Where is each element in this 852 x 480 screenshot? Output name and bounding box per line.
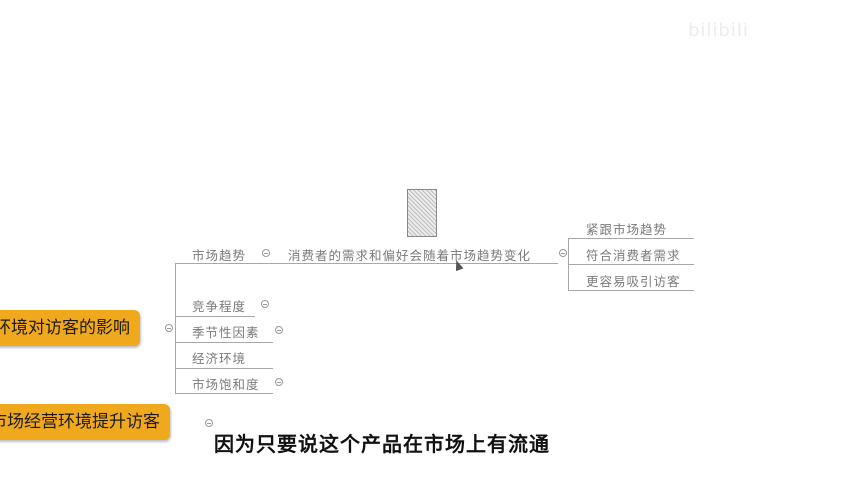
connector-line <box>175 368 273 369</box>
connector-line <box>175 393 273 394</box>
collapse-toggle-icon[interactable] <box>275 378 283 386</box>
connector-line <box>175 342 273 343</box>
branch-competition[interactable]: 竞争程度 <box>192 299 247 314</box>
connector-line <box>175 316 255 317</box>
connector-line <box>568 264 694 265</box>
branch-economy[interactable]: 经济环境 <box>192 351 247 366</box>
node-market-environment[interactable]: 市场经营环境提升访客 <box>0 404 170 440</box>
branch-seasonal[interactable]: 季节性因素 <box>192 325 260 340</box>
collapse-toggle-icon[interactable] <box>261 300 269 308</box>
node-attract-visitors[interactable]: 更容易吸引访客 <box>586 274 681 289</box>
node-environment-impact[interactable]: 环境对访客的影响 <box>0 310 140 346</box>
watermark-logo: bilibili <box>688 20 749 41</box>
collapse-toggle-icon[interactable] <box>275 326 283 334</box>
connector-line <box>568 290 694 291</box>
image-thumbnail <box>407 189 437 237</box>
node-follow-trend[interactable]: 紧跟市场趋势 <box>586 222 668 237</box>
collapse-toggle-icon[interactable] <box>559 249 567 257</box>
connector-line <box>275 263 558 264</box>
collapse-toggle-icon[interactable] <box>165 324 173 332</box>
video-subtitle: 因为只要说这个产品在市场上有流通 <box>214 432 550 456</box>
connector-line <box>568 238 694 239</box>
connector-line <box>175 263 176 393</box>
branch-saturation[interactable]: 市场饱和度 <box>192 377 260 392</box>
branch-market-trend[interactable]: 市场趋势 <box>192 248 247 263</box>
connector-line <box>175 263 275 264</box>
collapse-toggle-icon[interactable] <box>262 249 270 257</box>
collapse-toggle-icon[interactable] <box>205 419 213 427</box>
node-meet-demand[interactable]: 符合消费者需求 <box>586 248 681 263</box>
node-consumer-demand-trend[interactable]: 消费者的需求和偏好会随着市场趋势变化 <box>288 248 532 263</box>
